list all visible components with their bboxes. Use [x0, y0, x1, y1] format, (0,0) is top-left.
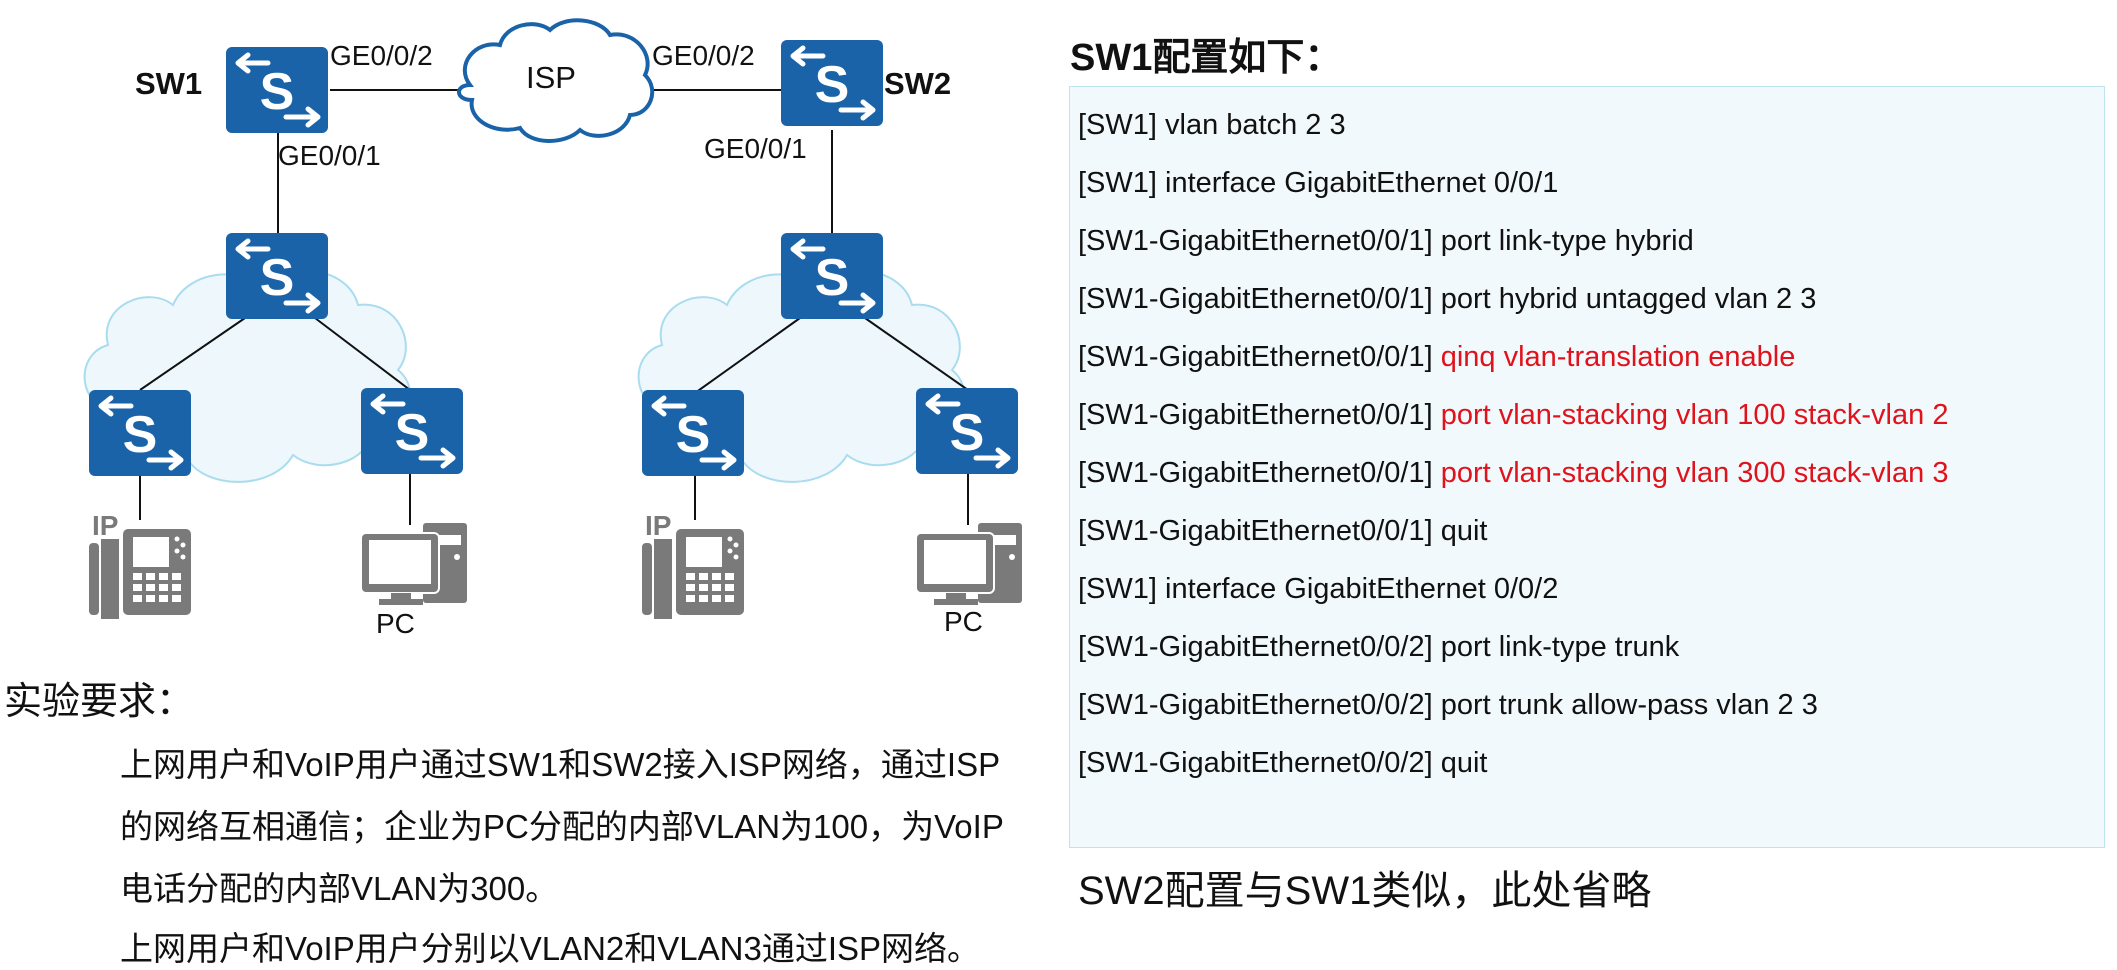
sw1-downlink-port-label: GE0/0/1: [278, 140, 381, 171]
config-prompt: [SW1-GigabitEthernet0/0/1]: [1078, 341, 1441, 373]
config-prompt: [SW1-GigabitEthernet0/0/2]: [1078, 747, 1441, 779]
config-line: [SW1-GigabitEthernet0/0/2] quit: [1078, 747, 1487, 780]
config-command: quit: [1440, 515, 1488, 547]
config-prompt: [SW1-GigabitEthernet0/0/2]: [1078, 631, 1441, 663]
sw1-uplink-port-label: GE0/0/2: [330, 40, 433, 71]
left-phone-ip-label: IP: [92, 510, 119, 541]
config-prompt: [SW1]: [1078, 573, 1166, 605]
config-command: interface GigabitEthernet 0/0/1: [1165, 167, 1559, 199]
right-ip-phone-icon: [642, 529, 744, 619]
right-pc-icon: [915, 522, 1023, 606]
right-aggregation-switch-icon: [781, 233, 883, 319]
config-line: [SW1-GigabitEthernet0/0/1] port hybrid u…: [1078, 283, 1816, 316]
config-command: vlan batch 2 3: [1165, 109, 1346, 141]
config-prompt: [SW1-GigabitEthernet0/0/1]: [1078, 225, 1441, 257]
left-pc-label: PC: [376, 608, 415, 639]
config-command: port link-type trunk: [1440, 631, 1680, 663]
left-pc-access-switch-icon: [361, 388, 463, 474]
right-pc-label: PC: [944, 606, 983, 637]
requirements-title: 实验要求：: [4, 681, 195, 723]
right-pc-access-switch-icon: [916, 388, 1018, 474]
sw2-switch-icon: [781, 40, 883, 126]
sw2-config-note: SW2配置与SW1类似，此处省略: [1078, 869, 1652, 913]
right-voip-access-switch-icon: [642, 390, 744, 476]
config-line: [SW1-GigabitEthernet0/0/1] quit: [1078, 515, 1487, 548]
left-voip-access-switch-icon: [89, 390, 191, 476]
config-command: port hybrid untagged vlan 2 3: [1440, 283, 1817, 315]
config-line: [SW1-GigabitEthernet0/0/2] port trunk al…: [1078, 689, 1818, 722]
left-ip-phone-icon: [89, 529, 191, 619]
config-command-highlighted: port vlan-stacking vlan 300 stack-vlan 3: [1440, 457, 1949, 489]
config-line: [SW1] interface GigabitEthernet 0/0/1: [1078, 167, 1558, 200]
left-aggregation-switch-icon: [226, 233, 328, 319]
sw1-switch-icon: [226, 47, 328, 133]
config-title: SW1配置如下：: [1070, 37, 1343, 79]
config-command: interface GigabitEthernet 0/0/2: [1165, 573, 1559, 605]
isp-label: ISP: [526, 60, 576, 95]
config-prompt: [SW1-GigabitEthernet0/0/1]: [1078, 399, 1441, 431]
requirements-line-1: 上网用户和VoIP用户通过SW1和SW2接入ISP网络，通过ISP: [120, 746, 1001, 783]
config-line: [SW1] interface GigabitEthernet 0/0/2: [1078, 573, 1558, 606]
config-command: port trunk allow-pass vlan 2 3: [1440, 689, 1818, 721]
requirements-line-3: 电话分配的内部VLAN为300。: [120, 870, 559, 907]
right-phone-ip-label: IP: [645, 510, 672, 541]
config-prompt: [SW1]: [1078, 167, 1166, 199]
config-line: [SW1-GigabitEthernet0/0/1] port link-typ…: [1078, 225, 1694, 258]
sw1-label: SW1: [135, 66, 203, 101]
config-prompt: [SW1-GigabitEthernet0/0/1]: [1078, 515, 1441, 547]
config-command-highlighted: port vlan-stacking vlan 100 stack-vlan 2: [1440, 399, 1949, 431]
config-prompt: [SW1-GigabitEthernet0/0/1]: [1078, 283, 1441, 315]
sw2-label: SW2: [884, 66, 952, 101]
config-command: port link-type hybrid: [1440, 225, 1694, 257]
sw2-uplink-port-label: GE0/0/2: [652, 40, 755, 71]
config-command-highlighted: qinq vlan-translation enable: [1440, 341, 1796, 373]
requirements-line-2: 的网络互相通信；企业为PC分配的内部VLAN为100，为VoIP: [120, 808, 1004, 845]
requirements-line-4: 上网用户和VoIP用户分别以VLAN2和VLAN3通过ISP网络。: [120, 930, 981, 967]
isp-cloud: [457, 18, 655, 143]
config-line: [SW1-GigabitEthernet0/0/1] port vlan-sta…: [1078, 399, 1948, 432]
config-prompt: [SW1]: [1078, 109, 1166, 141]
network-topology: S: [83, 18, 1023, 619]
config-prompt: [SW1-GigabitEthernet0/0/1]: [1078, 457, 1441, 489]
config-line: [SW1-GigabitEthernet0/0/1] qinq vlan-tra…: [1078, 341, 1795, 374]
left-pc-icon: [360, 522, 468, 606]
config-box: [SW1] vlan batch 2 3[SW1] interface Giga…: [1069, 86, 2105, 848]
config-line: [SW1-GigabitEthernet0/0/1] port vlan-sta…: [1078, 457, 1948, 490]
config-command: quit: [1440, 747, 1488, 779]
config-line: [SW1] vlan batch 2 3: [1078, 109, 1346, 142]
config-prompt: [SW1-GigabitEthernet0/0/2]: [1078, 689, 1441, 721]
sw2-downlink-port-label: GE0/0/1: [704, 133, 807, 164]
config-line: [SW1-GigabitEthernet0/0/2] port link-typ…: [1078, 631, 1679, 664]
